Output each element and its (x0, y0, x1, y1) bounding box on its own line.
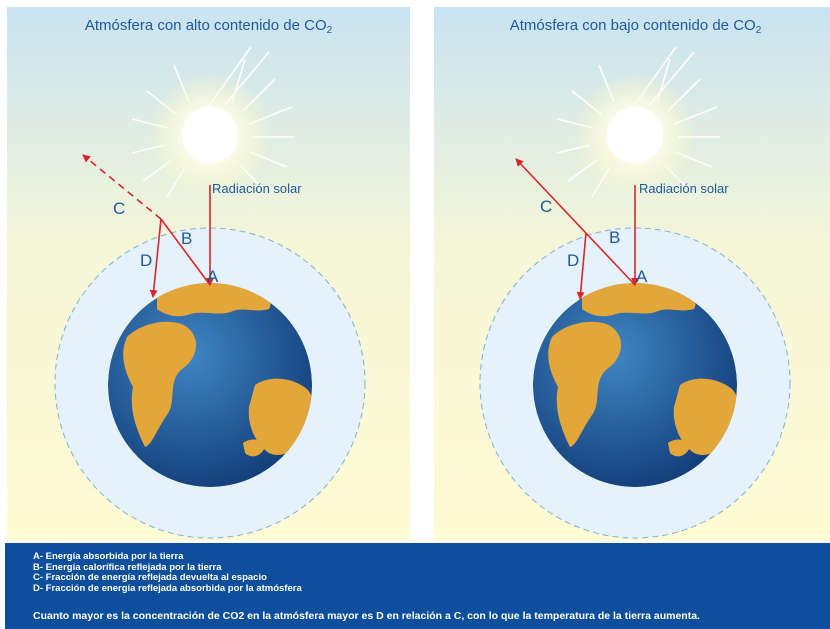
label-b: B (181, 229, 193, 248)
arrow-d (576, 232, 587, 300)
solar-radiation-label: Radiación solar (639, 181, 729, 196)
legend-list: A- Energía absorbida por la tierra B- En… (33, 551, 302, 594)
label-a: A (636, 267, 648, 286)
legend-item-d: D- Fracción de energía reflejada absorbi… (33, 582, 302, 594)
panel-title: Atmósfera con bajo contenido de CO2 (509, 17, 762, 36)
earth-globe (108, 283, 312, 487)
label-d: D (140, 251, 153, 270)
solar-radiation-label: Radiación solar (212, 181, 302, 196)
panel-title: Atmósfera con alto contenido de CO2 (84, 17, 333, 36)
label-a: A (207, 267, 219, 286)
conclusion-text: Cuanto mayor es la concentración de CO2 … (33, 610, 700, 622)
legend-item-c: C- Fracción de energía reflejada devuelt… (33, 572, 267, 584)
legend-box: A- Energía absorbida por la tierra B- En… (5, 543, 830, 629)
sun (182, 107, 238, 163)
reflection-arrows (82, 154, 214, 298)
label-c: C (113, 199, 126, 218)
high-co2-illustration (7, 7, 410, 540)
panel-low-co2: Atmósfera con bajo contenido de CO2 Radi… (434, 7, 830, 540)
arrow-c (82, 154, 162, 220)
arrow-c (515, 158, 636, 286)
sun (607, 107, 663, 163)
reflection-arrows (515, 158, 639, 300)
label-c: C (540, 197, 553, 216)
arrow-d (149, 218, 162, 298)
legend-item-a: A- Energía absorbida por la tierra (33, 551, 184, 562)
legend-item-b: B- Energía calorífica reflejada por la t… (33, 561, 222, 573)
label-d: D (567, 251, 580, 270)
low-co2-illustration (434, 7, 830, 540)
arrow-b (160, 218, 211, 286)
earth-globe (533, 283, 737, 487)
panel-high-co2: Atmósfera con alto contenido de CO2 Radi… (7, 7, 410, 540)
label-b: B (609, 228, 621, 247)
